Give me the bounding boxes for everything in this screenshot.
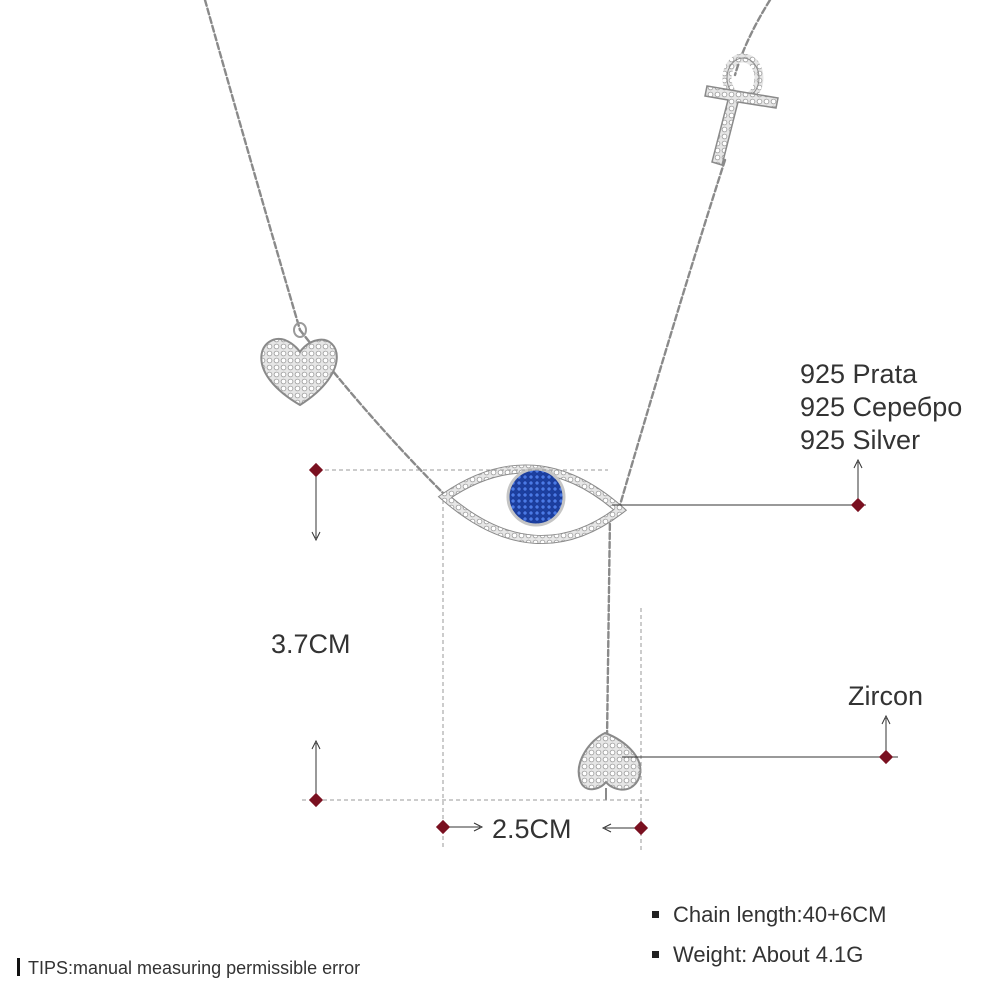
zircon-callout-line bbox=[622, 714, 898, 765]
bullet-icon bbox=[652, 910, 659, 918]
material-label-pt: 925 Prata bbox=[800, 359, 918, 389]
spec-chain-length: Chain length:40+6CM bbox=[652, 902, 886, 928]
zircon-label: Zircon bbox=[848, 681, 924, 711]
heart-drop-icon bbox=[577, 731, 642, 800]
heart-charm-icon bbox=[260, 322, 338, 407]
material-labels: 925 Prata 925 Серебро 925 Silver bbox=[800, 358, 962, 457]
height-dimension-guides bbox=[302, 462, 650, 808]
evil-eye-pendant-icon bbox=[437, 464, 628, 545]
tips-note: TIPS:manual measuring permissible error bbox=[17, 958, 360, 979]
spec-chain-length-text: Chain length:40+6CM bbox=[673, 902, 887, 927]
spec-weight: Weight: About 4.1G bbox=[652, 942, 863, 968]
material-label-en: 925 Silver bbox=[800, 425, 921, 455]
width-label: 2.5CM bbox=[492, 814, 572, 844]
material-label-ru: 925 Серебро bbox=[800, 392, 963, 422]
material-callout-line bbox=[612, 458, 866, 513]
bullet-icon bbox=[652, 950, 659, 958]
tips-text: TIPS:manual measuring permissible error bbox=[28, 958, 361, 978]
spec-weight-text: Weight: About 4.1G bbox=[673, 942, 864, 967]
width-dimension-guides bbox=[435, 500, 649, 850]
tips-bar-icon bbox=[17, 958, 20, 977]
ankh-charm-icon bbox=[704, 53, 779, 166]
height-label: 3.7CM bbox=[271, 629, 351, 659]
